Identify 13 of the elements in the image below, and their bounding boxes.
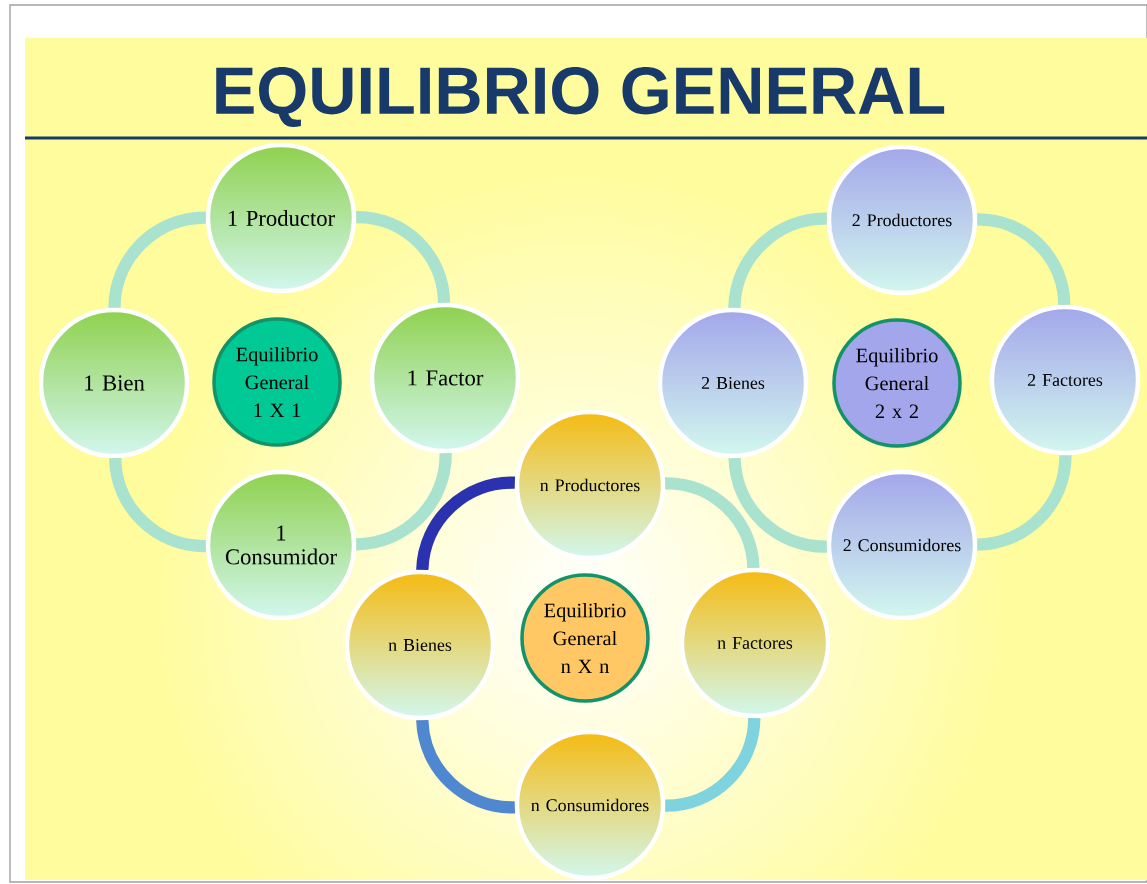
arc-connector — [109, 457, 207, 553]
arc-connector — [976, 454, 1072, 551]
arc-connector — [416, 476, 516, 571]
arc-connector — [664, 717, 761, 812]
arc-connector — [976, 213, 1071, 306]
arc-connector — [355, 452, 452, 551]
title: EQUILIBRIO GENERAL — [216, 67, 945, 127]
arc-connector — [355, 210, 451, 304]
arc-connector — [108, 211, 207, 309]
arc-connector — [728, 457, 828, 553]
arc-connector — [728, 212, 828, 309]
arc-connector — [664, 477, 760, 569]
arc-connector — [416, 719, 516, 814]
